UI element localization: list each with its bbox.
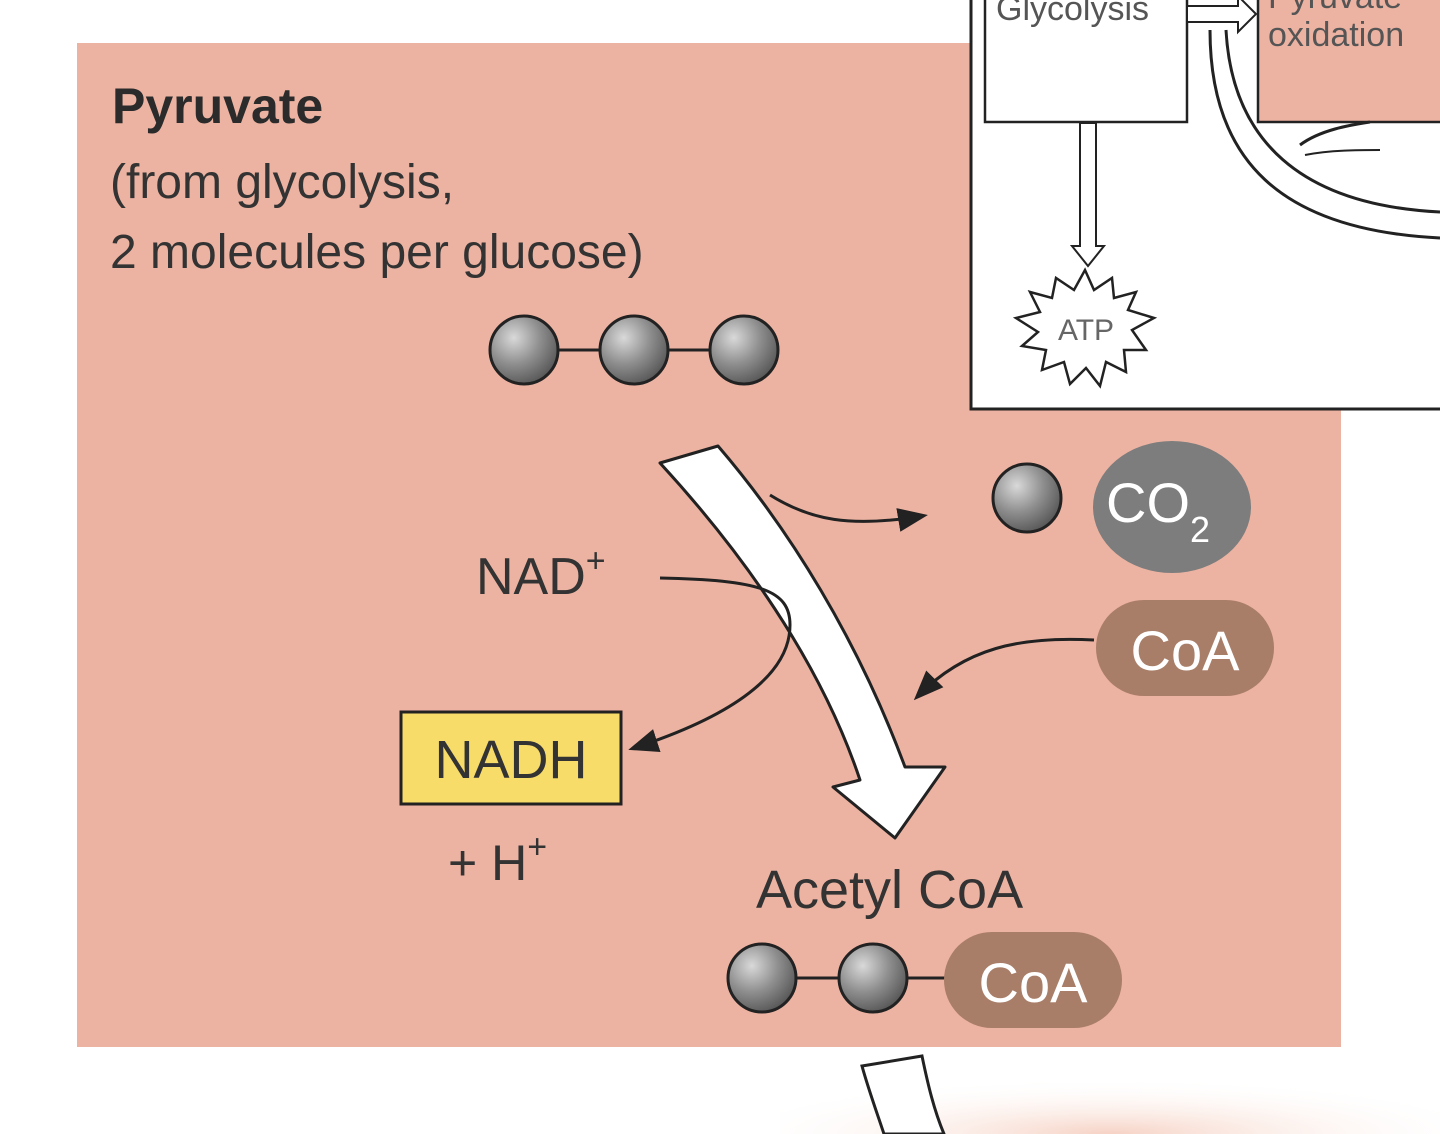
- acetyl-carbon: [726, 942, 798, 1014]
- mitochondrion-outline: [1208, 29, 1440, 240]
- atp-label: ATP: [1058, 314, 1114, 347]
- mitochondrion-fold: [1299, 120, 1371, 147]
- h-plus-superscript: +: [527, 828, 547, 866]
- inset-arrow-right: [1186, 0, 1258, 35]
- glycolysis-label: Glycolysis: [996, 0, 1149, 28]
- coa-out-label: CoA: [979, 951, 1089, 1014]
- coa-in-badge: [1096, 600, 1274, 696]
- released-carbon: [991, 462, 1063, 534]
- pyruvate-oxidation-label-bottom: oxidation: [1268, 16, 1404, 54]
- mitochondrion-inner: [1224, 29, 1440, 214]
- pathway-inset: Glycolysis Pyruvate oxidation ATP: [969, 0, 1440, 411]
- coa-in-label: CoA: [1131, 619, 1241, 682]
- pyruvate-oxidation-label-top: Pyruvate: [1268, 0, 1402, 16]
- nad-label: NAD+: [476, 542, 606, 606]
- nad-reduction-arrow: [628, 576, 792, 752]
- pyruvate-oxidation-box: [1256, 0, 1440, 124]
- pyruvate-title: Pyruvate: [112, 78, 323, 134]
- pyruvate-carbon: [598, 314, 670, 386]
- coa-out-badge: [944, 932, 1122, 1028]
- nadh-box: [399, 710, 623, 806]
- main-reaction-arrow: [658, 444, 947, 840]
- inset-arrow-down: [1069, 122, 1107, 268]
- atp-starburst: [1012, 267, 1158, 389]
- coa-addition-arrow: [913, 637, 1095, 701]
- co2-label: CO2: [1106, 471, 1210, 550]
- acetyl-carbon: [837, 942, 909, 1014]
- co2-subscript: 2: [1190, 509, 1210, 550]
- pyruvate-carbon: [488, 314, 560, 386]
- pyruvate-subtitle-line1: (from glycolysis,: [110, 156, 454, 209]
- acetyl-coa-molecule: CoA: [726, 932, 1122, 1028]
- nad-superscript: +: [586, 542, 606, 580]
- nadh-label: NADH: [434, 730, 587, 790]
- mitochondrion-fold2: [1304, 149, 1381, 156]
- pyruvate-carbon: [708, 314, 780, 386]
- co2-badge: [1093, 441, 1251, 573]
- pyruvate-molecule: [488, 314, 780, 386]
- pyruvate-subtitle-line2: 2 molecules per glucose): [110, 226, 644, 279]
- co2-release-arrow: [769, 493, 928, 532]
- acetyl-coa-label: Acetyl CoA: [756, 860, 1023, 920]
- h-plus-label: + H+: [448, 828, 547, 891]
